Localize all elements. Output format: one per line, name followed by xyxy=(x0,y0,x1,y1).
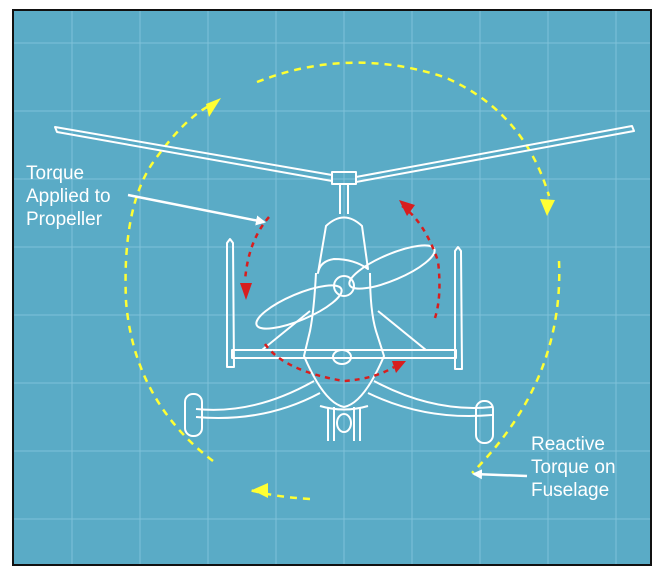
propeller xyxy=(255,244,436,330)
torque-applied-line-3: Propeller xyxy=(26,209,103,230)
torque-applied-pointer xyxy=(127,193,266,226)
reactive-torque-label: Reactive Torque on Fuselage xyxy=(531,433,616,502)
torque-applied-line-1: Torque xyxy=(26,163,85,184)
reactive-torque-line-2: Torque on xyxy=(531,457,616,478)
propeller-torque-circle xyxy=(243,204,441,383)
diagram-frame: Torque Applied to Propeller Reactive Tor… xyxy=(12,9,652,566)
torque-applied-line-2: Applied to xyxy=(26,186,111,207)
fuselage-torque-circle xyxy=(124,61,561,501)
reactive-torque-pointer xyxy=(472,469,528,480)
reactive-torque-line-3: Fuselage xyxy=(531,480,610,501)
gyroplane-torque-diagram xyxy=(14,11,650,564)
torque-applied-label: Torque Applied to Propeller xyxy=(26,162,111,231)
gyroplane-body xyxy=(184,184,494,444)
fuselage-torque-arrowheads xyxy=(206,98,555,498)
propeller-torque-arrowheads xyxy=(240,200,415,373)
label-pointers xyxy=(127,193,528,480)
blueprint-background xyxy=(14,11,650,564)
reactive-torque-line-1: Reactive xyxy=(531,434,605,455)
blueprint-grid xyxy=(14,11,650,564)
rotor-blades xyxy=(54,125,635,185)
